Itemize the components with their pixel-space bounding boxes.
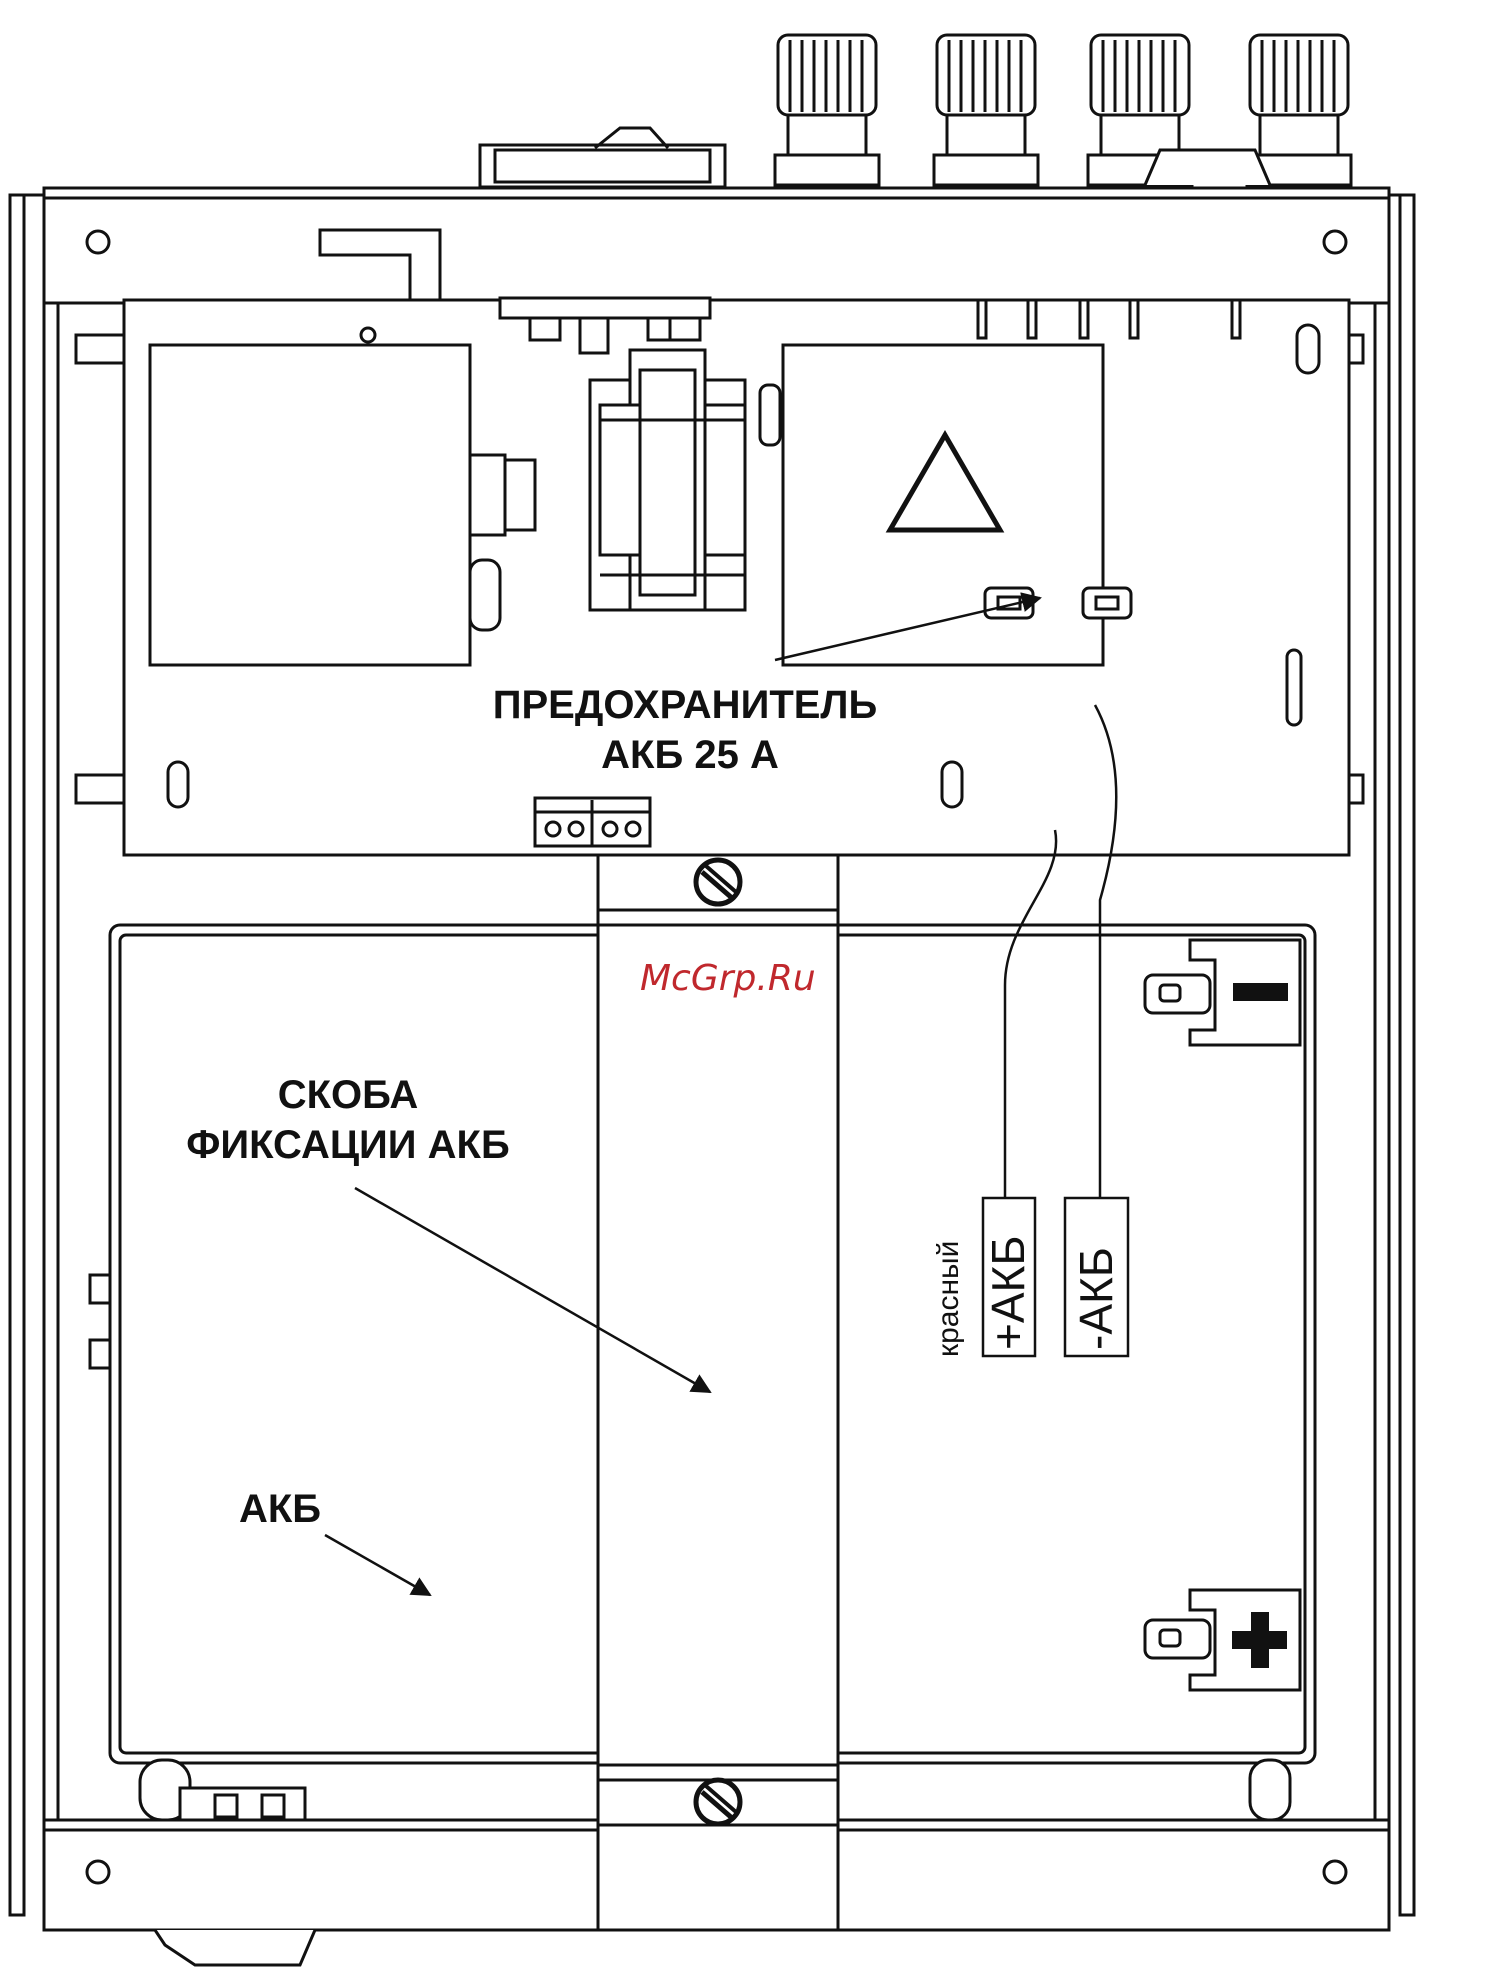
battery-label: АКБ — [239, 1487, 321, 1531]
bracket-label-line1: СКОБА — [278, 1073, 419, 1117]
bracket-label-line2: ФИКСАЦИИ АКБ — [186, 1123, 509, 1167]
terminal-knob-2 — [934, 35, 1038, 185]
right-module — [783, 345, 1103, 665]
minus-akb-label: -АКБ — [1070, 1247, 1122, 1350]
left-module — [150, 345, 470, 665]
watermark: McGrp.Ru — [640, 958, 816, 999]
terminal-knob-4 — [1247, 35, 1351, 185]
terminal-knob-1 — [775, 35, 879, 185]
switch-housing — [480, 128, 725, 187]
plus-akb-label: +АКБ — [982, 1235, 1034, 1350]
terminal-block — [535, 798, 650, 846]
wire-color-label: красный — [932, 1241, 965, 1357]
cap — [1145, 150, 1270, 185]
battery-bracket — [598, 855, 838, 1930]
top-terminals — [480, 35, 1351, 187]
transformer — [590, 350, 745, 610]
fuse-label-line2: АКБ 25 А — [601, 733, 779, 777]
screw-bottom — [696, 1780, 740, 1824]
screw-top — [696, 860, 740, 904]
fuse-label-line1: ПРЕДОХРАНИТЕЛЬ — [493, 683, 878, 727]
